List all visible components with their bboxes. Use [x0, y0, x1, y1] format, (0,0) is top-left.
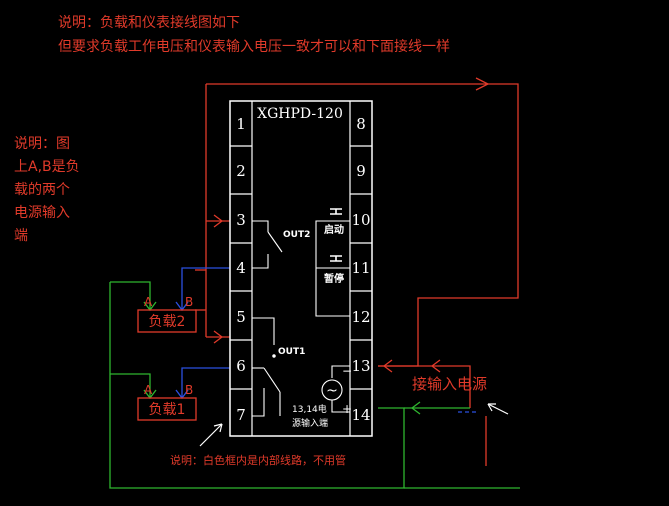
internal-wiring [252, 208, 350, 417]
pin-label: 11 [351, 259, 370, 277]
pin-label: 10 [351, 211, 370, 229]
pin-label: 13 [351, 357, 370, 375]
load-2-terminal-b: B [185, 295, 193, 309]
plus-terminal: + [342, 402, 352, 416]
pin-label: 8 [356, 115, 366, 133]
pin-label: 5 [236, 308, 246, 326]
load-1-terminal-b: B [185, 383, 193, 397]
red-wire-pin13 [378, 365, 471, 408]
blue-wire-pin6 [181, 367, 230, 398]
load-2: 负载2 A B [137, 295, 197, 333]
note-pointer-arrow [199, 423, 223, 447]
side-note-line: 电源输入 [14, 205, 70, 221]
side-note-line: 上A,B是负 [14, 159, 80, 175]
load-2-box [137, 309, 197, 333]
power-caption: 13,14电 [292, 403, 327, 415]
pin-label: 9 [356, 162, 366, 180]
green-wires [109, 281, 520, 489]
green-arrow-pin14 [410, 401, 421, 415]
pause-button-label: 暂停 [324, 272, 344, 285]
minus-terminal: − [342, 364, 352, 378]
blue-wires [175, 267, 230, 400]
pin-label: 4 [236, 259, 246, 277]
load-1-box [137, 397, 197, 421]
out1-label: OUT1 [278, 347, 305, 357]
note-line-2: 但要求负载工作电压和仪表输入电压一致才可以和下面接线一样 [58, 38, 450, 55]
right-pin-labels: 8 9 10 11 12 13 14 [351, 115, 370, 424]
load-1-label: 负载1 [149, 402, 186, 418]
pin-label: 3 [236, 211, 246, 229]
red-arrow-pin13-b [430, 359, 441, 373]
pin-label: 6 [236, 357, 246, 375]
red-wires [195, 77, 519, 466]
red-arrow-pin13 [382, 359, 393, 373]
red-arrow-pin5 [213, 330, 224, 344]
device: XGHPD-120 1 2 3 4 5 6 [229, 100, 373, 437]
load-1: 负载1 A B [137, 383, 197, 421]
side-note-line: 端 [14, 228, 28, 244]
ac-symbol-icon: ~ [326, 383, 338, 399]
power-pointer-arrow [487, 403, 509, 415]
side-note: 说明：图 上A,B是负 载的两个 电源输入 端 [14, 136, 80, 244]
green-wire-load2-a [110, 281, 151, 310]
pin-label: 12 [351, 308, 370, 326]
load-1-terminal-a: A [144, 383, 153, 397]
device-outline [229, 100, 373, 437]
start-button-label: 启动 [324, 223, 344, 236]
load-2-label: 负载2 [149, 314, 186, 330]
note-line-1: 说明：负载和仪表接线图如下 [58, 14, 240, 31]
pin-label: 1 [236, 115, 246, 133]
side-note-line: 说明：图 [14, 136, 70, 152]
out2-label: OUT2 [283, 230, 310, 240]
bottom-note: 说明：白色框内是内部线路，不用管 [170, 453, 346, 467]
power-input-label: 接输入电源 [412, 375, 487, 393]
red-arrow-pin3 [213, 214, 224, 228]
load-2-terminal-a: A [144, 295, 153, 309]
device-model: XGHPD-120 [257, 106, 343, 122]
pin-label: 2 [236, 162, 246, 180]
pin-label: 14 [351, 406, 370, 424]
blue-wire-pin4 [181, 267, 230, 310]
green-wire-load1-a [110, 373, 151, 398]
left-pin-labels: 1 2 3 4 5 6 7 [236, 115, 246, 424]
pin-label: 7 [236, 406, 246, 424]
side-note-line: 载的两个 [14, 182, 70, 198]
red-arrow-top [475, 77, 490, 91]
power-caption: 源输入端 [292, 417, 328, 429]
